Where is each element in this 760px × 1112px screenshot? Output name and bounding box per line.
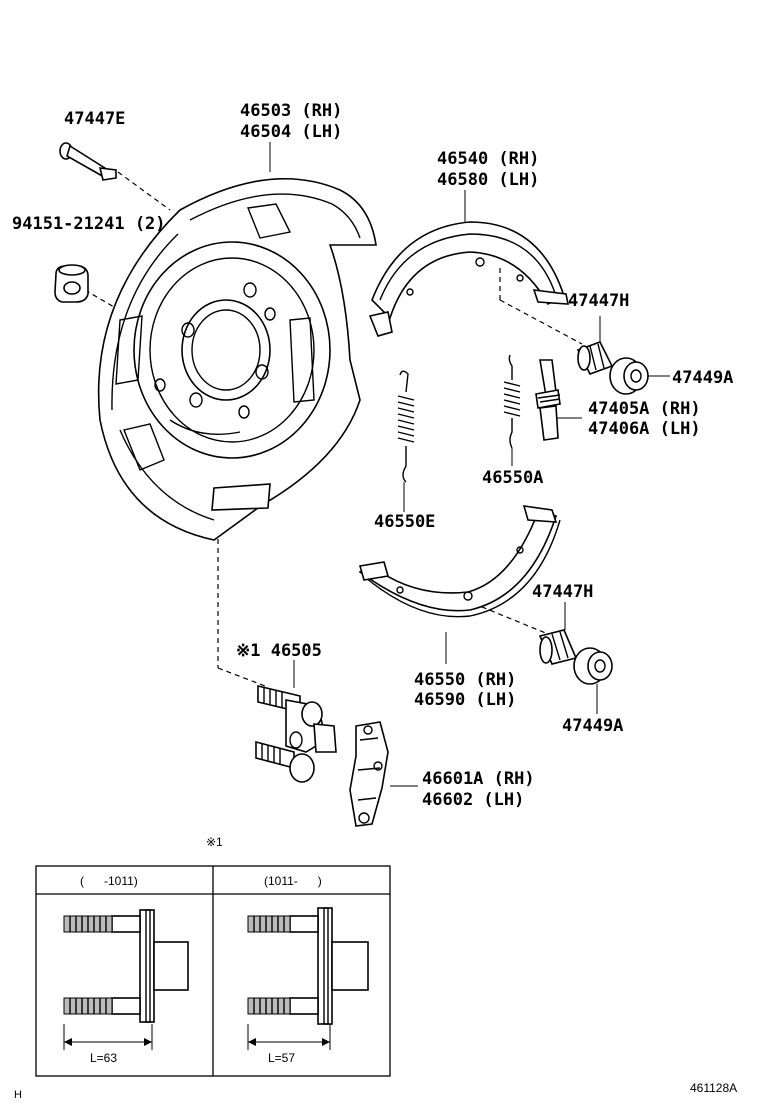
retainer-spring-47447h-top <box>576 341 614 375</box>
label-46550e: 46550E <box>374 512 435 532</box>
label-46504: 46504 (LH) <box>240 122 342 142</box>
bolt-46505 <box>255 684 337 783</box>
backing-plate-46503 <box>97 177 377 541</box>
part-labels: 47447E 46503 (RH) 46504 (LH) 94151-21241… <box>12 101 733 810</box>
diagram-id: 461128A <box>690 1081 737 1095</box>
label-46590: 46590 (LH) <box>414 690 516 710</box>
bolt-47447e <box>59 142 117 181</box>
retainer-spring-47447h-bottom <box>538 629 578 665</box>
label-47449a-bottom: 47449A <box>562 716 623 736</box>
inset-left-length: L=63 <box>90 1051 117 1065</box>
label-47447h-bottom: 47447H <box>532 582 593 602</box>
inset-header-right: (1011- ) <box>264 874 322 888</box>
inset-note-mark: ※1 <box>206 835 223 849</box>
spring-46550e <box>397 370 415 483</box>
label-46602: 46602 (LH) <box>422 790 524 810</box>
cap-47449a-top <box>609 357 649 395</box>
label-47406a: 47406A (LH) <box>588 419 701 439</box>
cap-47449a-bottom <box>573 647 613 685</box>
inset-header-left: ( -1011) <box>80 874 138 888</box>
label-46505: ※1 46505 <box>236 641 322 661</box>
inset-right-bolt: L=57 <box>247 907 369 1065</box>
corner-mark: H <box>14 1089 22 1101</box>
plug-94151 <box>54 264 89 303</box>
inset-left-bolt: L=63 <box>63 909 189 1065</box>
label-46580: 46580 (LH) <box>437 170 539 190</box>
label-47447h-top: 47447H <box>568 291 629 311</box>
label-46540: 46540 (RH) <box>437 149 539 169</box>
upper-shoe-46540 <box>368 221 569 337</box>
label-47447e: 47447E <box>64 109 125 129</box>
spring-46550a <box>503 354 521 449</box>
label-46550: 46550 (RH) <box>414 670 516 690</box>
label-94151: 94151-21241 (2) <box>12 214 166 234</box>
label-46550a: 46550A <box>482 468 543 488</box>
label-47449a-top: 47449A <box>672 368 733 388</box>
lower-shoe-46550 <box>358 505 561 618</box>
label-46503: 46503 (RH) <box>240 101 342 121</box>
inset-right-length: L=57 <box>268 1051 295 1065</box>
strut-46601a <box>349 721 389 827</box>
label-46601a: 46601A (RH) <box>422 769 535 789</box>
bolt-length-inset: ※1 ( -1011) (1011- ) L=63 <box>35 835 391 1077</box>
label-47405a: 47405A (RH) <box>588 399 701 419</box>
adjuster-47405a <box>535 359 561 441</box>
